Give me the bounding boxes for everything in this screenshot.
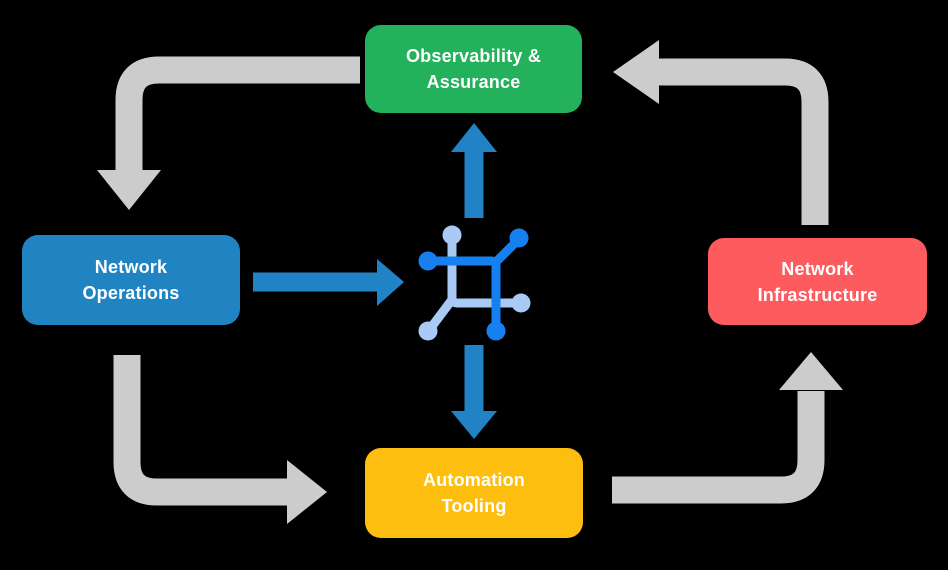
node-label-line: Network [94, 257, 168, 277]
center-arrow-icon-to-observability [451, 123, 497, 218]
node-label-line: Infrastructure [757, 284, 878, 305]
node-observability-assurance: Observability & Assurance [365, 25, 582, 113]
node-label-line: Network [781, 258, 854, 279]
node-network-infrastructure: Network Infrastructure [708, 238, 927, 325]
node-automation-tooling: Automation Tooling [365, 448, 583, 538]
cycle-arrow-operations-to-automation [113, 355, 327, 524]
network-mesh-icon-dark-strokes [418, 228, 529, 341]
node-label-line: Observability & [405, 46, 542, 66]
cycle-arrow-observability-to-operations [97, 56, 360, 210]
center-arrow-operations-to-icon [253, 259, 404, 306]
network-mesh-icon [418, 225, 531, 341]
cycle-arrow-infrastructure-to-observability [613, 40, 829, 225]
node-label-line: Automation [423, 470, 525, 490]
node-label-line: Operations [82, 283, 180, 303]
cycle-arrow-automation-to-infrastructure [612, 352, 843, 504]
node-label-line: Tooling [441, 496, 507, 516]
network-mesh-icon-light-strokes [418, 225, 531, 341]
node-label-line: Assurance [426, 72, 521, 92]
center-arrow-icon-to-automation [451, 345, 497, 439]
node-network-operations: Network Operations [22, 235, 240, 325]
